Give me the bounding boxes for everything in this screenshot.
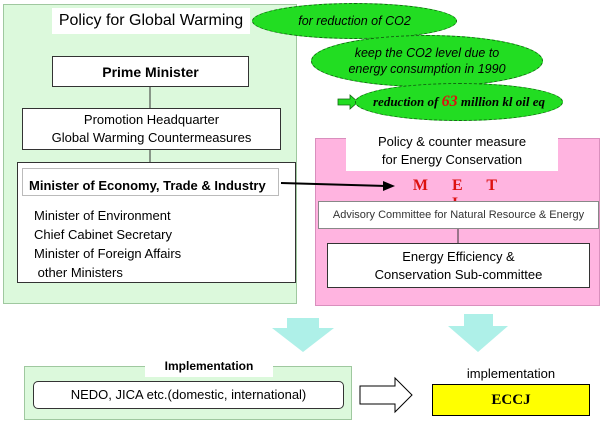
energy-panel-title: Policy & counter measure for Energy Cons… xyxy=(346,131,558,171)
subcommittee-line1: Energy Efficiency & xyxy=(402,248,515,264)
subcommittee-line2: Conservation Sub-committee xyxy=(374,266,543,282)
prime-minister-box: Prime Minister xyxy=(52,56,249,87)
promotion-headquarter-box: Promotion Headquarter Global Warming Cou… xyxy=(22,108,281,150)
other-ministers: other Ministers xyxy=(34,265,123,280)
advisory-committee-box: Advisory Committee for Natural Resource … xyxy=(318,201,599,229)
other-ministers-list: Minister of Environment Chief Cabinet Se… xyxy=(34,206,274,282)
co2-reduction-ellipse: for reduction of CO2 xyxy=(252,3,457,39)
reduction-target-ellipse: reduction of 63 million kl oil eq xyxy=(355,83,563,121)
subcommittee-box: Energy Efficiency & Conservation Sub-com… xyxy=(327,243,590,288)
implementation-label-right: implementation xyxy=(466,366,556,381)
reduction-suffix: million kl oil eq xyxy=(457,94,546,109)
meti-arrowhead xyxy=(383,181,395,191)
minister-environment: Minister of Environment xyxy=(34,208,171,223)
minister-to-meti-arrow xyxy=(280,182,386,187)
co2-level-line1: keep the CO2 level due to xyxy=(354,46,500,60)
headquarter-line2: Global Warming Countermeasures xyxy=(51,130,252,145)
implementation-label: Implementation xyxy=(145,355,273,377)
right-arrow-to-eccj xyxy=(359,376,413,414)
reduction-value: 63 xyxy=(441,93,458,110)
minister-foreign-affairs: Minister of Foreign Affairs xyxy=(34,246,182,261)
reduction-prefix: reduction of xyxy=(372,94,442,109)
reduction-arrow-icon xyxy=(337,94,359,110)
nedo-jica-box: NEDO, JICA etc.(domestic, international) xyxy=(33,381,344,409)
headquarter-line1: Promotion Headquarter xyxy=(83,112,220,127)
energy-title-line1: Policy & counter measure xyxy=(377,134,527,149)
energy-title-line2: for Energy Conservation xyxy=(381,152,523,167)
down-arrow-right xyxy=(448,314,508,352)
down-arrow-left xyxy=(272,318,334,352)
co2-level-line2: energy consumption in 1990 xyxy=(348,62,506,76)
eccj-box: ECCJ xyxy=(432,384,590,416)
chief-cabinet-secretary: Chief Cabinet Secretary xyxy=(34,227,173,242)
co2-level-ellipse: keep the CO2 level due to energy consump… xyxy=(311,35,543,87)
meti-minister-box: Minister of Economy, Trade & Industry xyxy=(22,168,279,196)
policy-panel-title: Policy for Global Warming xyxy=(52,8,250,34)
